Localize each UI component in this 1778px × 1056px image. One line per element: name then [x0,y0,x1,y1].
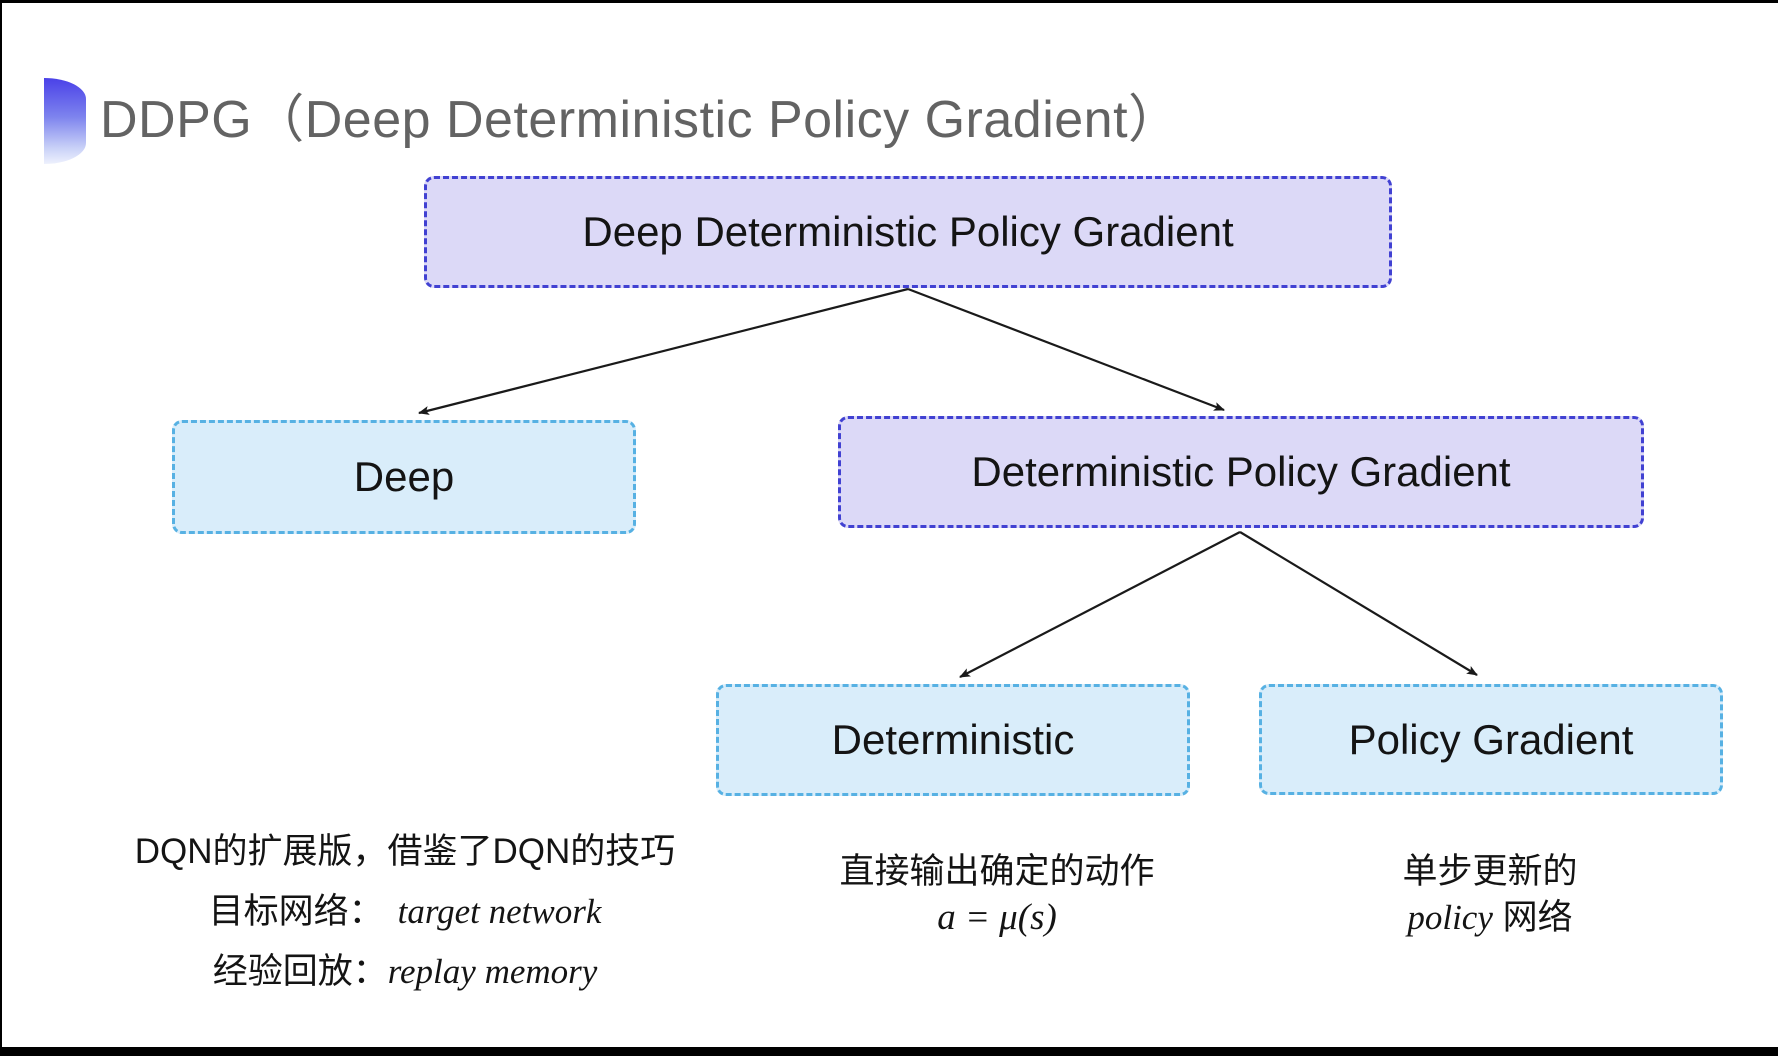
node-label: Deterministic Policy Gradient [971,448,1511,495]
note-deep-line2-label: 目标网络： [208,892,384,931]
node-deterministic: Deterministic [716,684,1190,796]
node-policy-gradient: Policy Gradient [1259,684,1723,795]
node-label: Deterministic [831,716,1075,763]
note-deep-line2: 目标网络： target network [95,882,715,942]
node-label: Deep [353,453,455,500]
note-deterministic-formula: a = μ(s) [937,897,1057,938]
note-deep-line1: DQN的扩展版，借鉴了DQN的技巧 [134,832,676,871]
note-policy-gradient-line2-italic: policy [1407,898,1493,937]
note-deep-line3: 经验回放：replay memory [95,942,715,1002]
arrow-dpg-to-policy-gradient [1239,531,1478,676]
note-policy-gradient-line1: 单步更新的 [1402,852,1578,891]
screen-edge-bottom [0,1047,1778,1056]
note-policy-gradient-line2: policy 网络 [1290,895,1690,941]
node-deterministic-policy-gradient: Deterministic Policy Gradient [838,416,1644,528]
arrow-dpg-to-deterministic [959,531,1241,678]
screen-edge-top [0,0,1778,3]
note-policy-gradient-line2-rest: 网络 [1492,898,1573,937]
note-deep-line3-label: 经验回放： [212,952,388,991]
screen-edge-left [0,0,2,1056]
arrow-root-to-dpg [907,287,1225,412]
note-deep-line3-value: replay memory [387,952,598,991]
note-deterministic-line1: 直接输出确定的动作 [839,852,1155,891]
note-deep-block: DQN的扩展版，借鉴了DQN的技巧 目标网络： target network 经验… [95,822,715,1002]
arrow-root-to-deep [418,287,909,415]
note-deterministic-block: 直接输出确定的动作 a = μ(s) [797,849,1197,941]
page-title: DDPG（Deep Deterministic Policy Gradient） [100,91,1181,149]
note-deep-line2-value: target network [397,892,602,931]
node-label: Deep Deterministic Policy Gradient [582,208,1234,255]
blue-half-circle-icon [44,78,86,164]
node-label: Policy Gradient [1348,715,1634,763]
node-deep-deterministic-policy-gradient: Deep Deterministic Policy Gradient [424,176,1392,288]
node-deep: Deep [172,420,636,534]
note-policy-gradient-block: 单步更新的 policy 网络 [1290,849,1690,941]
